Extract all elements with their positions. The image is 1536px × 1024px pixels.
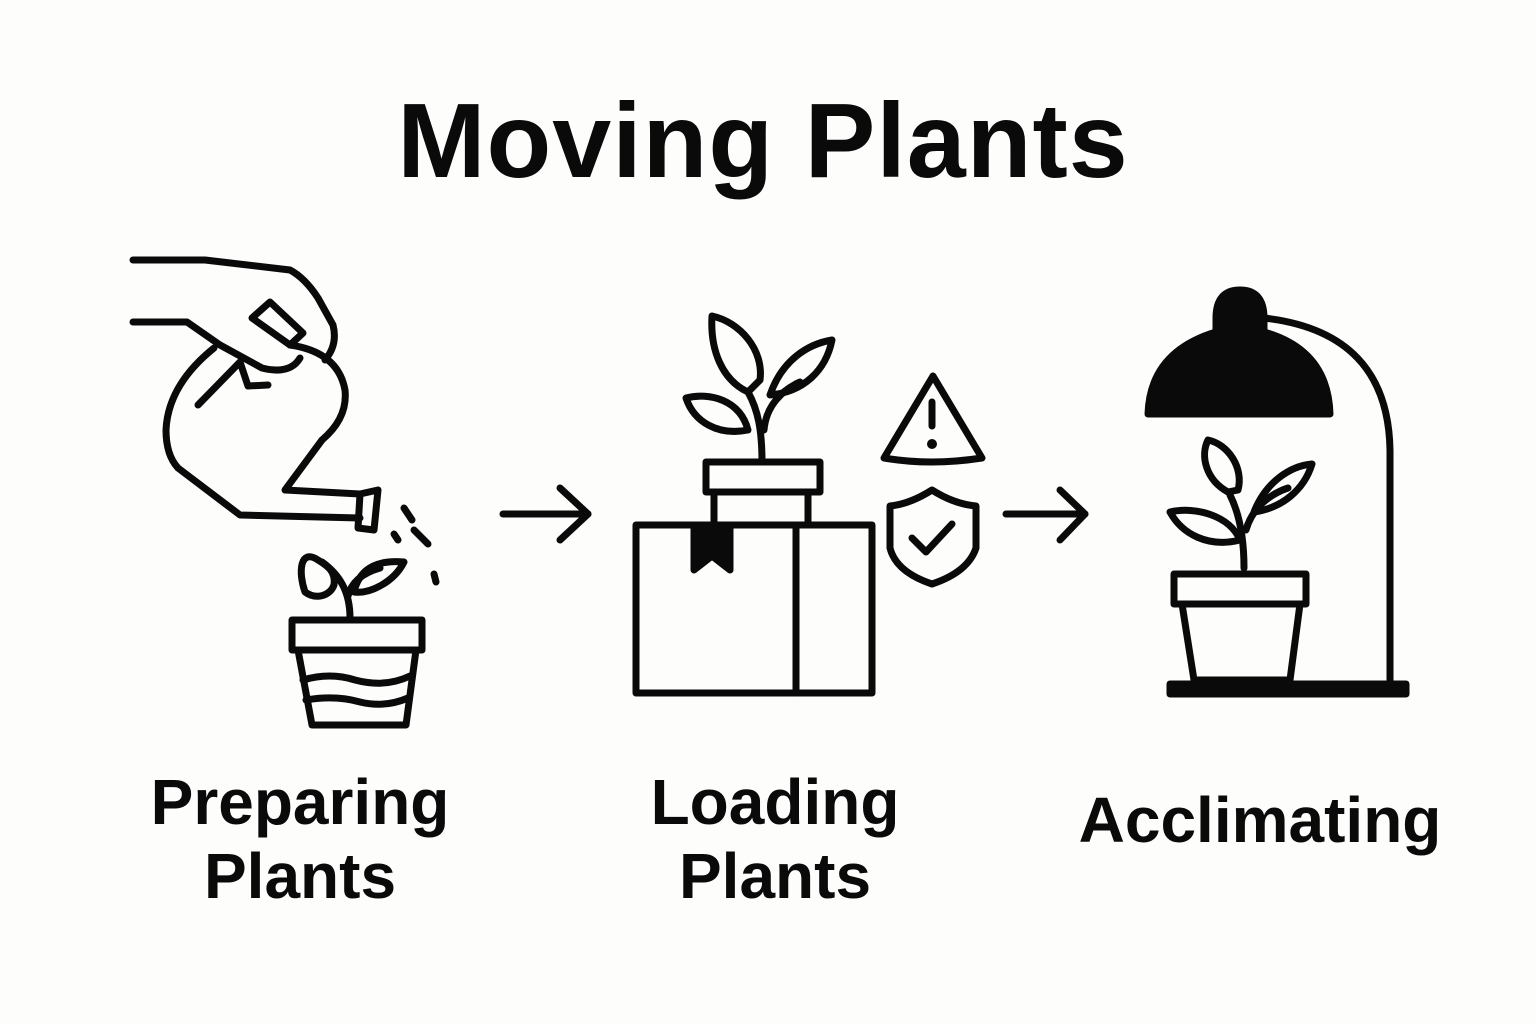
diagram-title: Moving Plants	[397, 82, 1129, 200]
step-label-preparing: Preparing Plants	[100, 765, 500, 913]
arrow-right-icon	[1002, 486, 1089, 544]
step-label-loading: Loading Plants	[575, 765, 975, 913]
step-label-line: Acclimating	[1078, 784, 1442, 856]
shield-check-icon	[886, 486, 980, 588]
step-label-line: Loading	[650, 766, 900, 838]
step-label-acclimating: Acclimating	[1060, 783, 1460, 857]
lamp-icon	[1144, 286, 1410, 698]
step-label-line: Plants	[678, 840, 872, 912]
watering-can-icon	[129, 256, 440, 586]
potted-plant-icon	[288, 553, 426, 729]
arrow-right-icon	[499, 484, 592, 544]
warning-icon	[880, 372, 986, 466]
step-label-line: Plants	[203, 840, 397, 912]
potted-plant-icon	[1166, 436, 1316, 684]
box-with-plant-icon	[632, 312, 876, 697]
step-label-line: Preparing	[150, 766, 450, 838]
